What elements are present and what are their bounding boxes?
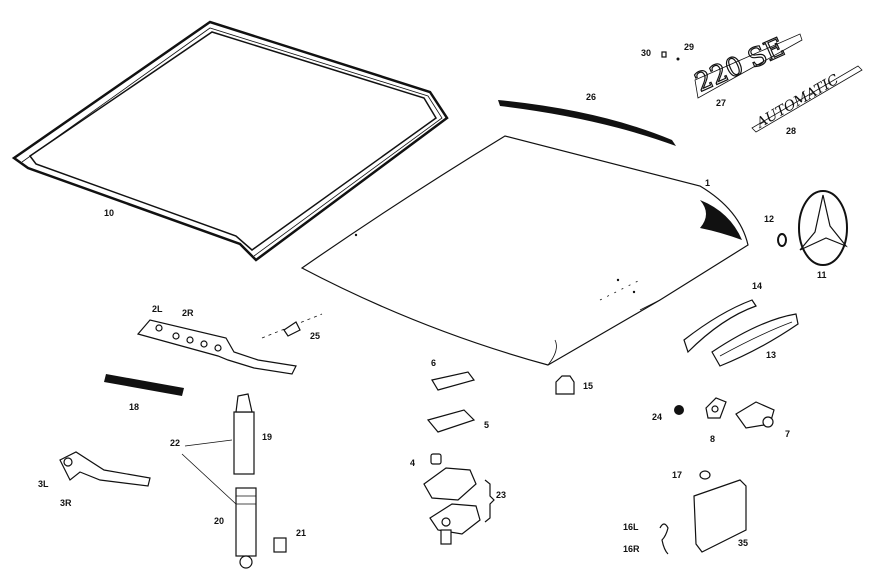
label-17: 17	[672, 470, 682, 480]
part-24-grommet	[674, 405, 684, 415]
label-12: 12	[764, 214, 774, 224]
label-23: 23	[496, 490, 506, 500]
label-3r: 3R	[60, 498, 72, 508]
part-30-clip	[661, 51, 667, 58]
label-3l: 3L	[38, 479, 49, 489]
part-14-trim-strip	[683, 299, 757, 354]
part-13-handle	[711, 313, 799, 367]
label-16r: 16R	[623, 544, 640, 554]
part-23-lock-assembly	[423, 467, 495, 545]
part-19-strut-upper	[233, 393, 255, 475]
part-2-hinge	[136, 319, 297, 375]
label-18: 18	[129, 402, 139, 412]
part-25-bolt	[261, 313, 323, 339]
part-29-nut	[676, 57, 680, 61]
part-11-star-emblem	[798, 190, 848, 266]
label-10: 10	[104, 208, 114, 218]
part-10-window-seal	[11, 20, 449, 262]
label-11: 11	[817, 270, 827, 280]
label-14: 14	[752, 281, 762, 291]
part-3-hinge-arm	[59, 451, 151, 487]
part-16-clip	[659, 523, 669, 555]
label-26: 26	[586, 92, 596, 102]
label-24: 24	[652, 412, 662, 422]
label-16l: 16L	[623, 522, 639, 532]
label-5: 5	[484, 420, 489, 430]
part-35-cover-panel	[693, 479, 747, 553]
label-2r: 2R	[182, 308, 194, 318]
label-6: 6	[431, 358, 436, 368]
label-4: 4	[410, 458, 415, 468]
part-7-lock-cylinder	[735, 401, 775, 429]
part-17-cap	[699, 470, 711, 480]
part-28-automatic-badge: AUTOMATIC	[751, 65, 863, 133]
part-26-seal-strip	[498, 100, 676, 146]
part-18-spring	[104, 374, 184, 396]
label-20: 20	[214, 516, 224, 526]
part-15-bump-stop	[555, 375, 575, 395]
part-labels: 1 2L 2R 3L 3R 4 5 6 7 8 10 11 12 13 14 1…	[38, 42, 827, 554]
part-20-strut-lower	[235, 487, 257, 569]
part-21-clip	[273, 537, 287, 553]
part-8-lock-plate	[705, 397, 727, 419]
label-13: 13	[766, 350, 776, 360]
label-35: 35	[738, 538, 748, 548]
automatic-badge-text: AUTOMATIC	[752, 71, 842, 132]
label-27: 27	[716, 98, 726, 108]
label-30: 30	[641, 48, 651, 58]
label-21: 21	[296, 528, 306, 538]
part-27-model-badge: 220 SE	[690, 32, 803, 99]
label-7: 7	[785, 429, 790, 439]
model-badge-text: 220 SE	[691, 32, 790, 98]
part-4-buffer	[430, 453, 442, 465]
label-28: 28	[786, 126, 796, 136]
label-19: 19	[262, 432, 272, 442]
label-22: 22	[170, 438, 180, 448]
part-1-trunk-lid	[300, 135, 749, 366]
label-8: 8	[710, 434, 715, 444]
label-15: 15	[583, 381, 593, 391]
label-1: 1	[705, 178, 710, 188]
label-25: 25	[310, 331, 320, 341]
part-12-washer	[777, 233, 787, 247]
part-5-shim	[426, 409, 476, 433]
label-2l: 2L	[152, 304, 163, 314]
label-29: 29	[684, 42, 694, 52]
part-6-plate	[431, 371, 476, 391]
part-22-leaders	[181, 439, 237, 505]
